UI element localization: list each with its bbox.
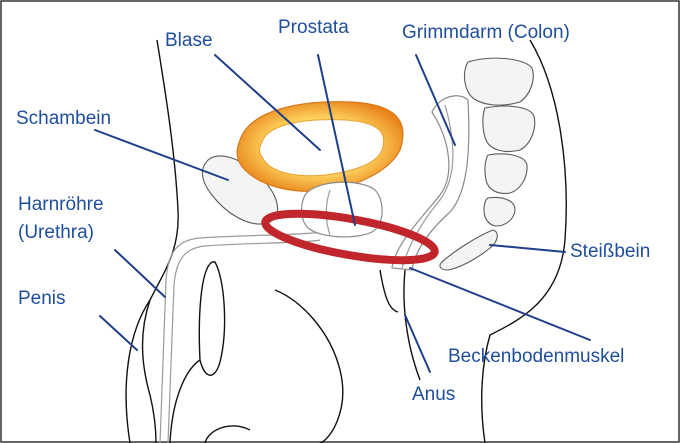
label-grimmdarm: Grimmdarm (Colon) — [402, 22, 570, 43]
label-blase: Blase — [165, 30, 213, 51]
label-steissbein: Steißbein — [570, 241, 650, 262]
thigh-outline — [199, 262, 224, 375]
label-urethra: (Urethra) — [18, 222, 94, 243]
urethra — [160, 232, 320, 443]
label-penis: Penis — [18, 288, 66, 309]
label-beckenbodenmuskel: Beckenbodenmuskel — [448, 346, 624, 367]
label-schambein: Schambein — [16, 108, 111, 129]
penis-outline — [143, 300, 157, 443]
label-harnroehre: Harnröhre — [18, 194, 104, 215]
scrotum-outline — [170, 290, 343, 443]
label-anus: Anus — [412, 384, 455, 405]
prostate — [302, 182, 383, 237]
perineum-outline — [380, 270, 420, 380]
label-prostata: Prostata — [278, 17, 349, 38]
